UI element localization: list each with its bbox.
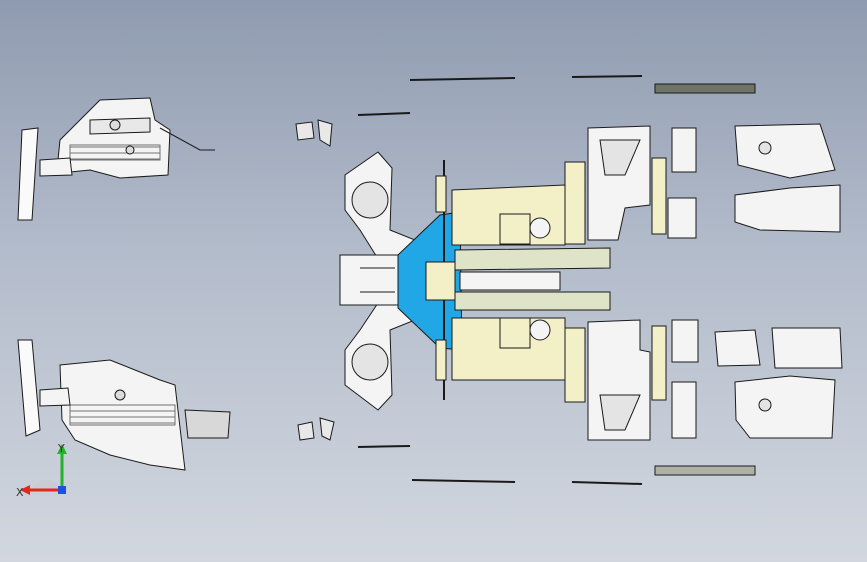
x-axis-label: X <box>16 486 24 499</box>
part-center-tube[interactable] <box>425 213 611 349</box>
part-bar-bottom[interactable] <box>654 465 756 476</box>
part-crossmember[interactable] <box>339 151 416 411</box>
part-bar-top[interactable] <box>654 83 756 94</box>
part-right-upper-cluster[interactable] <box>587 123 841 241</box>
y-axis-label: Y <box>58 442 65 455</box>
part-clip-top[interactable] <box>295 119 333 147</box>
part-rails <box>357 75 643 485</box>
part-right-lower-cluster[interactable] <box>587 319 843 441</box>
part-left-bracket-top[interactable] <box>17 97 215 221</box>
z-axis-marker <box>58 486 66 494</box>
part-clip-bottom[interactable] <box>297 417 335 441</box>
coordinate-triad: X Y <box>10 438 80 508</box>
triad-axes <box>20 444 67 495</box>
part-left-bracket-bottom[interactable] <box>17 339 231 471</box>
